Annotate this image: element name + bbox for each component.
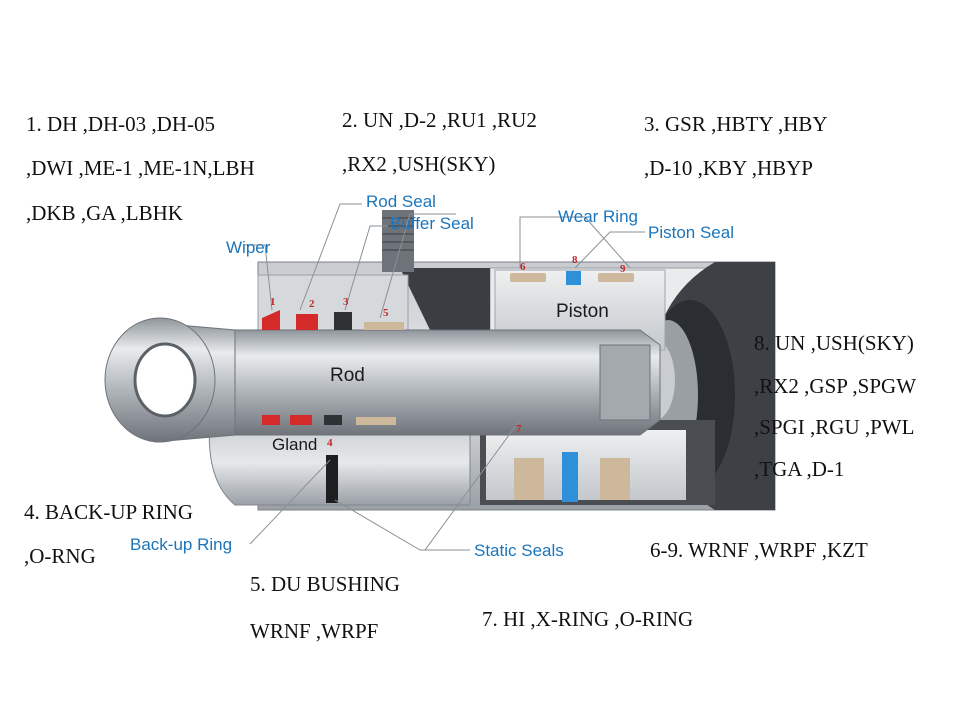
callout-piston-seal: Piston Seal	[648, 223, 734, 242]
caption-8-line-4: ,TGA ,D-1	[754, 457, 845, 481]
callout-wiper: Wiper	[226, 238, 271, 257]
callout-buffer-seal: Buffer Seal	[390, 214, 474, 233]
label-rod: Rod	[330, 365, 365, 386]
seal-number-6: 6	[520, 261, 526, 273]
caption-2-line-1: 2. UN ,D-2 ,RU1 ,RU2	[342, 108, 537, 132]
caption-3-line-2: ,D-10 ,KBY ,HBYP	[644, 156, 813, 180]
caption-1-line-3: ,DKB ,GA ,LBHK	[26, 201, 183, 225]
callout-backup-ring: Back-up Ring	[130, 535, 233, 554]
seal-number-9: 9	[620, 263, 626, 275]
caption-8-line-3: ,SPGI ,RGU ,PWL	[754, 415, 915, 439]
lower-seals	[262, 415, 630, 503]
hydraulic-port	[382, 210, 414, 272]
label-gland: Gland	[272, 435, 318, 454]
upper-seals	[262, 310, 404, 330]
caption-3-line-1: 3. GSR ,HBTY ,HBY	[644, 112, 828, 136]
seal-number-4: 4	[327, 437, 333, 449]
seal-number-5: 5	[383, 307, 389, 319]
caption-7: 7. HI ,X-RING ,O-RING	[482, 607, 694, 631]
callout-rod-seal: Rod Seal	[366, 192, 436, 211]
leader-lines	[245, 203, 645, 551]
callout-static-seals: Static Seals	[474, 541, 564, 560]
label-piston: Piston	[556, 301, 609, 322]
caption-1-line-2: ,DWI ,ME-1 ,ME-1N,LBH	[26, 156, 255, 180]
callout-wear-ring: Wear Ring	[558, 207, 638, 226]
seal-number-8: 8	[572, 254, 578, 266]
seal-number-1: 1	[270, 296, 276, 308]
caption-4-line-2: ,O-RNG	[24, 544, 96, 568]
caption-6-9: 6-9. WRNF ,WRPF ,KZT	[650, 538, 868, 562]
caption-8-line-1: 8. UN ,USH(SKY)	[754, 331, 914, 355]
caption-1-line-1: 1. DH ,DH-03 ,DH-05	[26, 112, 215, 136]
rod-eye	[104, 317, 236, 443]
gland-body	[208, 274, 471, 506]
caption-2-line-2: ,RX2 ,USH(SKY)	[342, 152, 496, 176]
caption-8-line-2: ,RX2 ,GSP ,SPGW	[754, 374, 917, 398]
caption-4-line-1: 4. BACK-UP RING	[24, 500, 193, 524]
seal-number-7: 7	[516, 423, 522, 435]
seal-number-3: 3	[343, 296, 349, 308]
seal-number-2: 2	[309, 298, 315, 310]
caption-5-line-1: 5. DU BUSHING	[250, 572, 400, 596]
caption-5-line-2: WRNF ,WRPF	[250, 619, 379, 643]
